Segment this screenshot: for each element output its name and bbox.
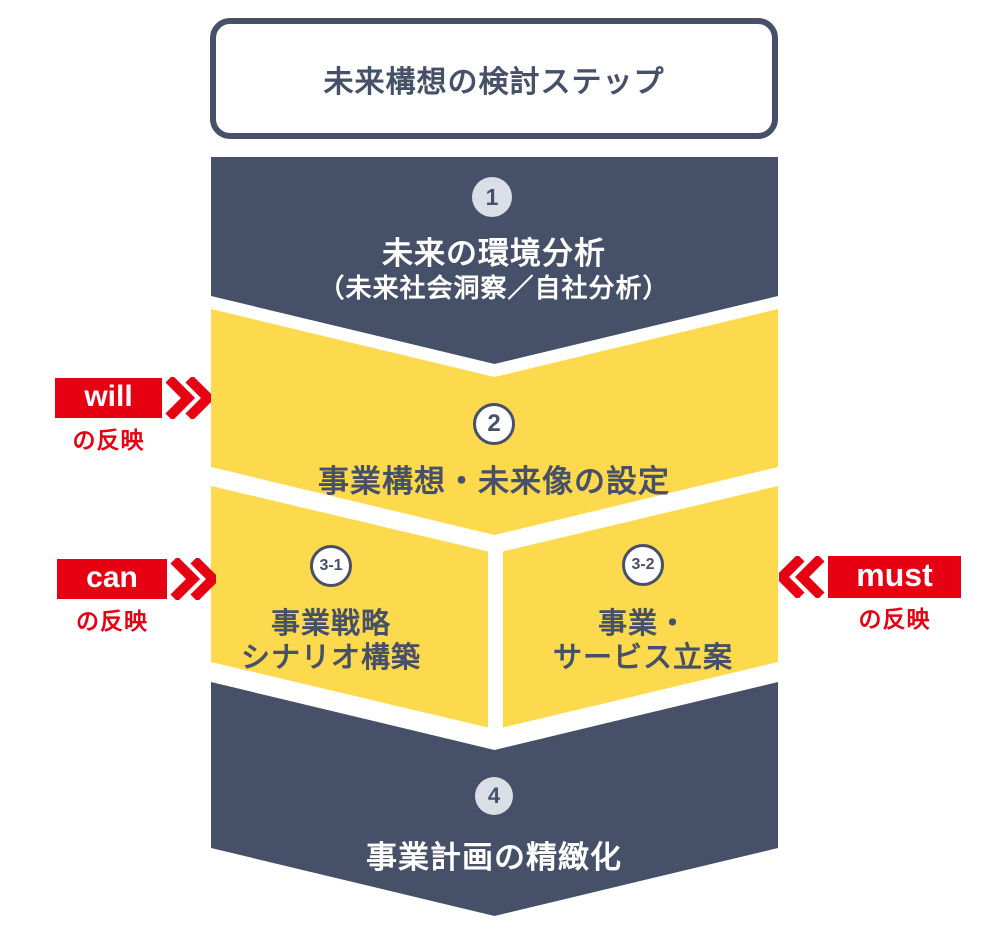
will-keyword-box: will	[55, 378, 162, 418]
step-1-number-badge: 1	[472, 177, 512, 217]
double-chevron-left-icon	[779, 556, 825, 598]
step-3-1-title-line-1: 事業戦略	[270, 608, 392, 640]
step-3-2-title-line-2: サービス立案	[552, 642, 734, 674]
step-2-number-badge: 2	[473, 403, 515, 445]
step-2-title: 事業構想・未来像の設定	[318, 464, 670, 499]
step-3-2-chevron-shape	[503, 486, 778, 728]
step-3-1-title-line-2: シナリオ構築	[240, 642, 422, 674]
will-side-label: will の反映	[55, 377, 211, 455]
page-title: 未来構想の検討ステップ	[323, 65, 665, 99]
step-3-1-chevron-shape	[211, 486, 488, 728]
step-1-chevron-shape	[211, 157, 778, 364]
must-suffix: の反映	[858, 606, 931, 632]
can-suffix: の反映	[76, 608, 148, 634]
step-3-2-number-badge: 3-2	[622, 544, 664, 586]
must-keyword-box: must	[828, 556, 961, 598]
must-side-label: must の反映	[779, 556, 961, 634]
step-4-number-badge: 4	[475, 777, 513, 815]
step-4-title: 事業計画の精緻化	[366, 840, 622, 875]
double-chevron-right-icon	[165, 377, 211, 419]
step-3-2-title-line-1: 事業・	[597, 608, 689, 640]
step-3-1-number-badge: 3-1	[310, 545, 352, 587]
step-1-subtitle: （未来社会洞察／自社分析）	[318, 273, 670, 303]
title-box: 未来構想の検討ステップ	[210, 18, 778, 139]
double-chevron-right-icon	[170, 558, 216, 600]
step-1-title: 未来の環境分析	[382, 236, 606, 271]
will-suffix: の反映	[72, 427, 145, 453]
can-side-label: can の反映	[57, 558, 216, 636]
can-keyword-box: can	[57, 559, 167, 599]
